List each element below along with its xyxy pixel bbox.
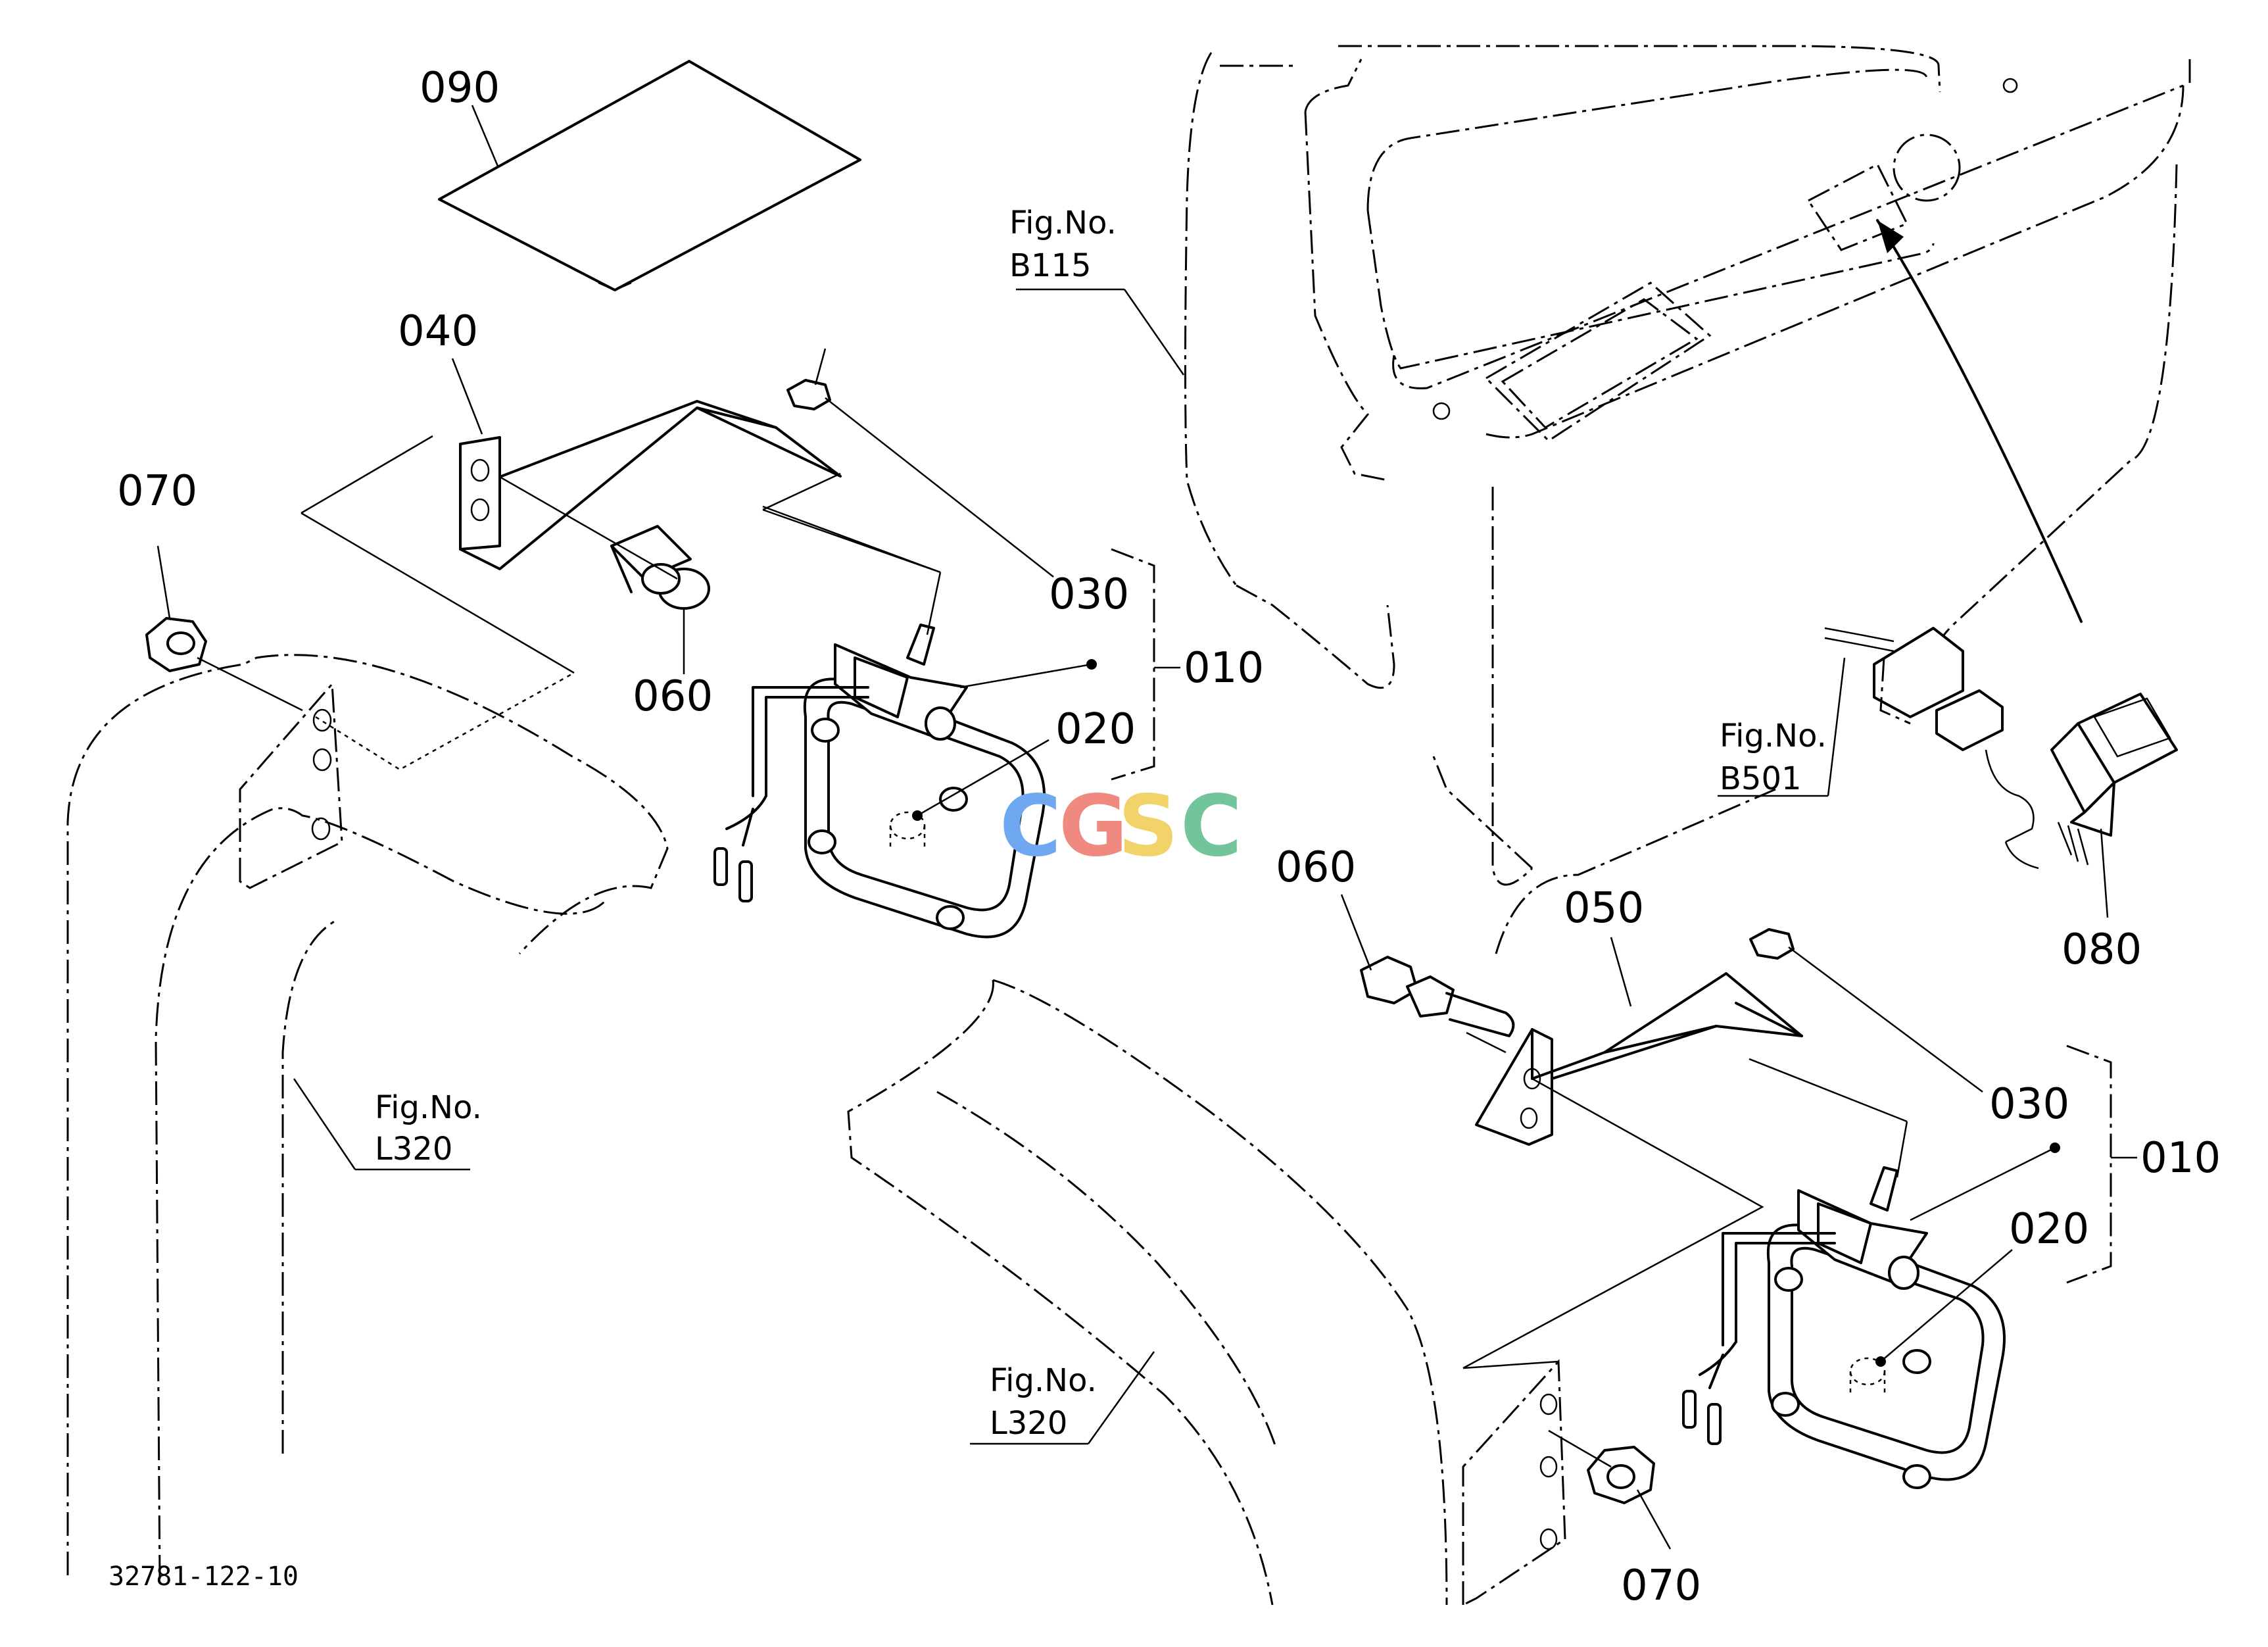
- figref-l320-left-line1: Fig.No.: [375, 1089, 482, 1126]
- switch-080: [1824, 627, 2178, 870]
- label-070-right: 070: [1621, 1561, 1701, 1610]
- fender-right: [847, 979, 1566, 1607]
- watermark-letter-3: S: [1118, 777, 1178, 875]
- bracket-050: [1475, 972, 1803, 1146]
- figref-b115-line1: Fig.No.: [1009, 205, 1117, 241]
- label-020-upper: 020: [1055, 705, 1136, 754]
- figref-l320-left-line2: L320: [375, 1131, 452, 1168]
- label-030-upper: 030: [1049, 570, 1129, 619]
- bolt-060-lower: [1360, 956, 1515, 1037]
- watermark-letter-2: G: [1059, 777, 1128, 875]
- label-040: 040: [398, 307, 478, 356]
- label-030-lower: 030: [1989, 1080, 2069, 1129]
- cab-body: [1184, 45, 2191, 954]
- label-070-left: 070: [117, 467, 197, 516]
- watermark-letter-4: C: [1180, 777, 1242, 875]
- label-010-upper: 010: [1184, 644, 1264, 693]
- nut-070-left: [145, 617, 207, 672]
- drawing-code: 32781-122-10: [109, 1561, 299, 1592]
- work-lamp-010-lower: [1682, 1166, 2006, 1489]
- label-060-left: 060: [633, 672, 713, 721]
- label-090: 090: [420, 64, 500, 112]
- label-010-lower: 010: [2140, 1134, 2221, 1183]
- watermark-letter-1: C: [1000, 777, 1061, 875]
- nut-030-lower: [1749, 928, 1795, 960]
- nut-070-right: [1587, 1446, 1655, 1504]
- work-lamp-010-upper: [713, 624, 1046, 939]
- label-050: 050: [1564, 884, 1644, 933]
- fender-left: [66, 654, 669, 1579]
- watermark: C G S C: [1000, 777, 1242, 875]
- label-060-right: 060: [1276, 843, 1356, 892]
- figref-b115-line2: B115: [1009, 247, 1092, 284]
- figref-b501-line1: Fig.No.: [1720, 718, 1827, 754]
- label-020-lower: 020: [2009, 1205, 2089, 1254]
- label-080: 080: [2062, 925, 2142, 974]
- figref-l320-center-line2: L320: [990, 1405, 1067, 1442]
- bracket-040: [459, 400, 842, 570]
- figref-b501-line2: B501: [1720, 760, 1802, 797]
- bolt-060-upper: [610, 525, 710, 610]
- figref-l320-center-line1: Fig.No.: [990, 1362, 1097, 1399]
- decal-sheet-090: [438, 60, 861, 291]
- nut-030-upper: [786, 348, 831, 410]
